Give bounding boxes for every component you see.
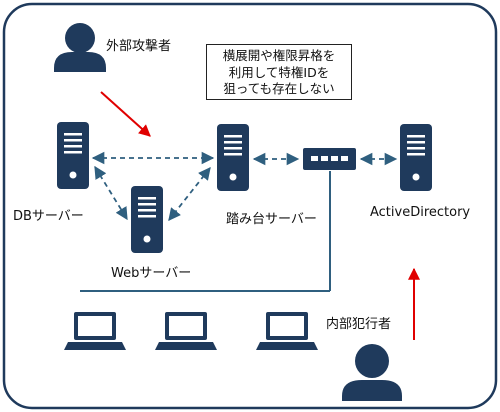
callout-line: 狙っても存在しない xyxy=(223,81,335,96)
web-server-icon xyxy=(131,186,163,253)
jump-server-icon xyxy=(217,124,249,191)
jump-web-connector xyxy=(168,167,211,221)
callout-box: 横展開や権限昇格を 利用して特権IDを 狙っても存在しない xyxy=(206,44,352,100)
ad-server-icon xyxy=(400,124,432,191)
db-server-icon xyxy=(57,122,89,189)
laptop-icon xyxy=(256,312,318,350)
laptop-icon xyxy=(64,312,126,350)
internal-attacker-person-icon xyxy=(342,344,402,401)
external-attacker-person-icon xyxy=(54,23,106,72)
web-server-label: Webサーバー xyxy=(111,266,192,281)
laptop-icon xyxy=(155,312,217,350)
ad-server-label: ActiveDirectory xyxy=(370,205,471,220)
callout-line: 利用して特権IDを xyxy=(228,64,330,80)
network-switch-icon xyxy=(303,148,356,170)
callout-line: 横展開や権限昇格を xyxy=(222,48,336,63)
external-attack-arrow xyxy=(100,91,151,137)
external-attacker-label: 外部攻撃者 xyxy=(106,39,172,54)
internal-attacker-label: 内部犯行者 xyxy=(326,317,392,332)
jump-server-label: 踏み台サーバー xyxy=(226,212,317,227)
db-server-label: DBサーバー xyxy=(13,209,84,224)
db-web-connector xyxy=(94,165,128,221)
